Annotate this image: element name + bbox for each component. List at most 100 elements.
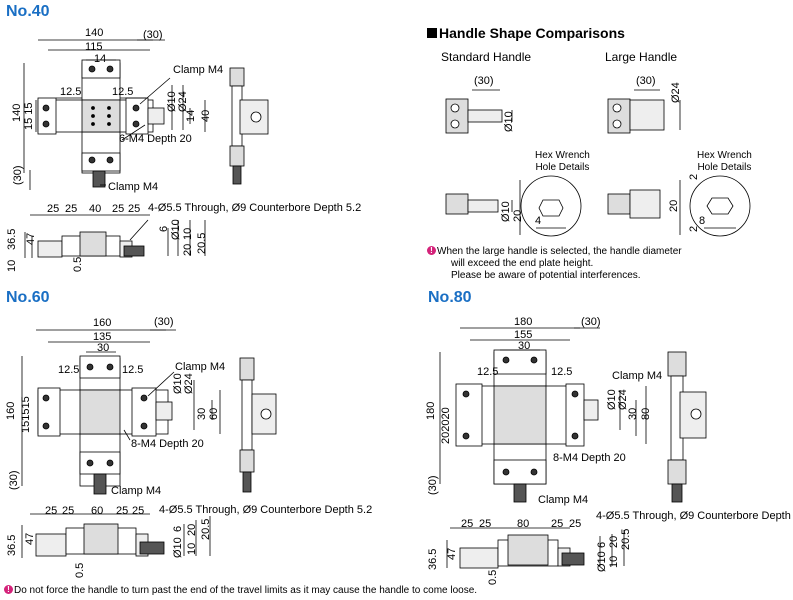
standard-handle-label: Standard Handle (441, 50, 532, 64)
no60-front-60: 60 (91, 505, 104, 517)
no80-front-10: 10 (608, 555, 620, 568)
no80-front-36-5: 36.5 (427, 548, 439, 570)
dim-140-v: 140 (11, 103, 23, 122)
no60-front-25b: 25 (62, 505, 75, 517)
no60-clamp-bottom: Clamp M4 (111, 485, 162, 497)
hex-std-20: 20 (512, 209, 524, 222)
no80-front-25d: 25 (569, 518, 582, 530)
front-dim-47: 47 (25, 232, 37, 245)
no60-top-view (21, 329, 221, 495)
lg-handle-dim-30: (30) (636, 75, 656, 87)
front-dim-25-c: 25 (112, 203, 125, 215)
no80-dim-12-5-l: 12.5 (477, 366, 499, 378)
no40-front-view (24, 214, 206, 258)
no80-dim-12-5-r: 12.5 (551, 366, 573, 378)
no60-60-v: 60 (208, 407, 220, 420)
no80-front-25a: 25 (461, 518, 474, 530)
std-handle-dim-30: (30) (474, 75, 494, 87)
no60-front-25a: 25 (45, 505, 58, 517)
std-handle-d10: Ø10 (503, 111, 515, 132)
no80-front-25b: 25 (479, 518, 492, 530)
no60-front-view (21, 513, 211, 558)
no60-dim-30: 30 (97, 342, 110, 354)
no80-front-6: 6 (596, 541, 608, 548)
no80-front-view (446, 527, 625, 569)
dim-140: 140 (85, 27, 104, 39)
no60-front-d10: Ø10 (172, 537, 184, 558)
handle-diagrams (445, 89, 751, 237)
no40-title: No.40 (6, 3, 50, 20)
hex-std-4: 4 (535, 215, 542, 227)
no80-front-0-5: 0.5 (487, 569, 499, 585)
no60-clamp-top: Clamp M4 (175, 361, 226, 373)
front-dim-6: 6 (158, 225, 170, 232)
no60-d24: Ø24 (183, 373, 195, 394)
through-label-no80: 4-Ø5.5 Through, Ø9 Counterbore Depth 5.2 (596, 510, 793, 522)
no80-20-v: 202020 (440, 407, 452, 444)
no60-front-0-5: 0.5 (74, 562, 86, 578)
warning-icon-bottom: ! (4, 585, 13, 594)
no60-front-6: 6 (172, 525, 184, 532)
bottom-warning-note: !Do not force the handle to turn past th… (4, 585, 477, 597)
no80-side-view (667, 351, 707, 503)
front-dim-10b: 10 (182, 227, 194, 240)
dim-14-v: 14 (185, 109, 197, 122)
no80-front-47: 47 (446, 547, 458, 560)
no60-side-view (239, 357, 277, 493)
no60-front-10: 10 (186, 542, 198, 555)
large-handle-label: Large Handle (605, 50, 678, 64)
front-dim-0-5: 0.5 (72, 256, 84, 272)
through-label-no40: 4-Ø5.5 Through, Ø9 Counterbore Depth 5.2 (148, 202, 362, 214)
handle-section-heading: Handle Shape Comparisons (427, 25, 625, 41)
no60-title: No.60 (6, 289, 50, 306)
no80-front-20-5: 20.5 (620, 528, 632, 550)
no80-clamp-top: Clamp M4 (612, 370, 663, 382)
no60-30-paren-v: (30) (8, 470, 20, 490)
no60-dim-160: 160 (93, 317, 112, 329)
dim-12-5-right: 12.5 (112, 86, 134, 98)
no60-dim-30-paren: (30) (154, 316, 174, 328)
no40-side-view (229, 67, 269, 185)
large-handle-note: !When the large handle is selected, the … (427, 246, 682, 282)
front-dim-40: 40 (89, 203, 102, 215)
no80-180-v: 180 (425, 401, 437, 420)
front-dim-10: 10 (6, 259, 18, 272)
no80-front-d10: Ø10 (596, 551, 608, 572)
no60-160-v: 160 (5, 401, 17, 420)
clamp-label-bottom: Clamp M4 (108, 181, 159, 193)
no60-front-25c: 25 (116, 505, 129, 517)
lg-handle-d24: Ø24 (670, 82, 682, 103)
front-dim-20-5: 20.5 (196, 232, 208, 254)
front-dim-d10: Ø10 (170, 219, 182, 240)
through-label-no60: 4-Ø5.5 Through, Ø9 Counterbore Depth 5.2 (159, 504, 373, 516)
no80-80-v: 80 (640, 407, 652, 420)
no80-dim-30-paren: (30) (581, 316, 601, 328)
no80-clamp-bottom: Clamp M4 (538, 494, 589, 506)
no80-30-paren-v: (30) (427, 475, 439, 495)
front-dim-25-d: 25 (128, 203, 141, 215)
warning-icon: ! (427, 246, 436, 255)
no60-front-36-5: 36.5 (6, 534, 18, 556)
m4-depth-label-no40: 6-M4 Depth 20 (119, 133, 192, 145)
no40-top-view (23, 39, 206, 190)
no60-front-20-5: 20.5 (200, 518, 212, 540)
front-dim-25-b: 25 (65, 203, 78, 215)
front-dim-25-a: 25 (47, 203, 60, 215)
no80-front-25c: 25 (551, 518, 564, 530)
dim-115: 115 (85, 41, 103, 53)
no60-30-v: 30 (196, 407, 208, 420)
no60-front-25d: 25 (132, 505, 145, 517)
hex-std-d10: Ø10 (500, 201, 512, 222)
dim-14: 14 (94, 53, 107, 65)
front-dim-20: 20 (182, 243, 194, 256)
clamp-label-top: Clamp M4 (173, 64, 224, 76)
dim-30-paren-v: (30) (12, 165, 24, 185)
no80-dim-155: 155 (514, 329, 533, 341)
no60-dim-135: 135 (93, 331, 112, 343)
m4-depth-label-no60: 8-M4 Depth 20 (131, 438, 204, 450)
no60-dim-12-5-r: 12.5 (122, 364, 144, 376)
no80-top-view (439, 327, 647, 503)
no60-front-20: 20 (186, 523, 198, 536)
